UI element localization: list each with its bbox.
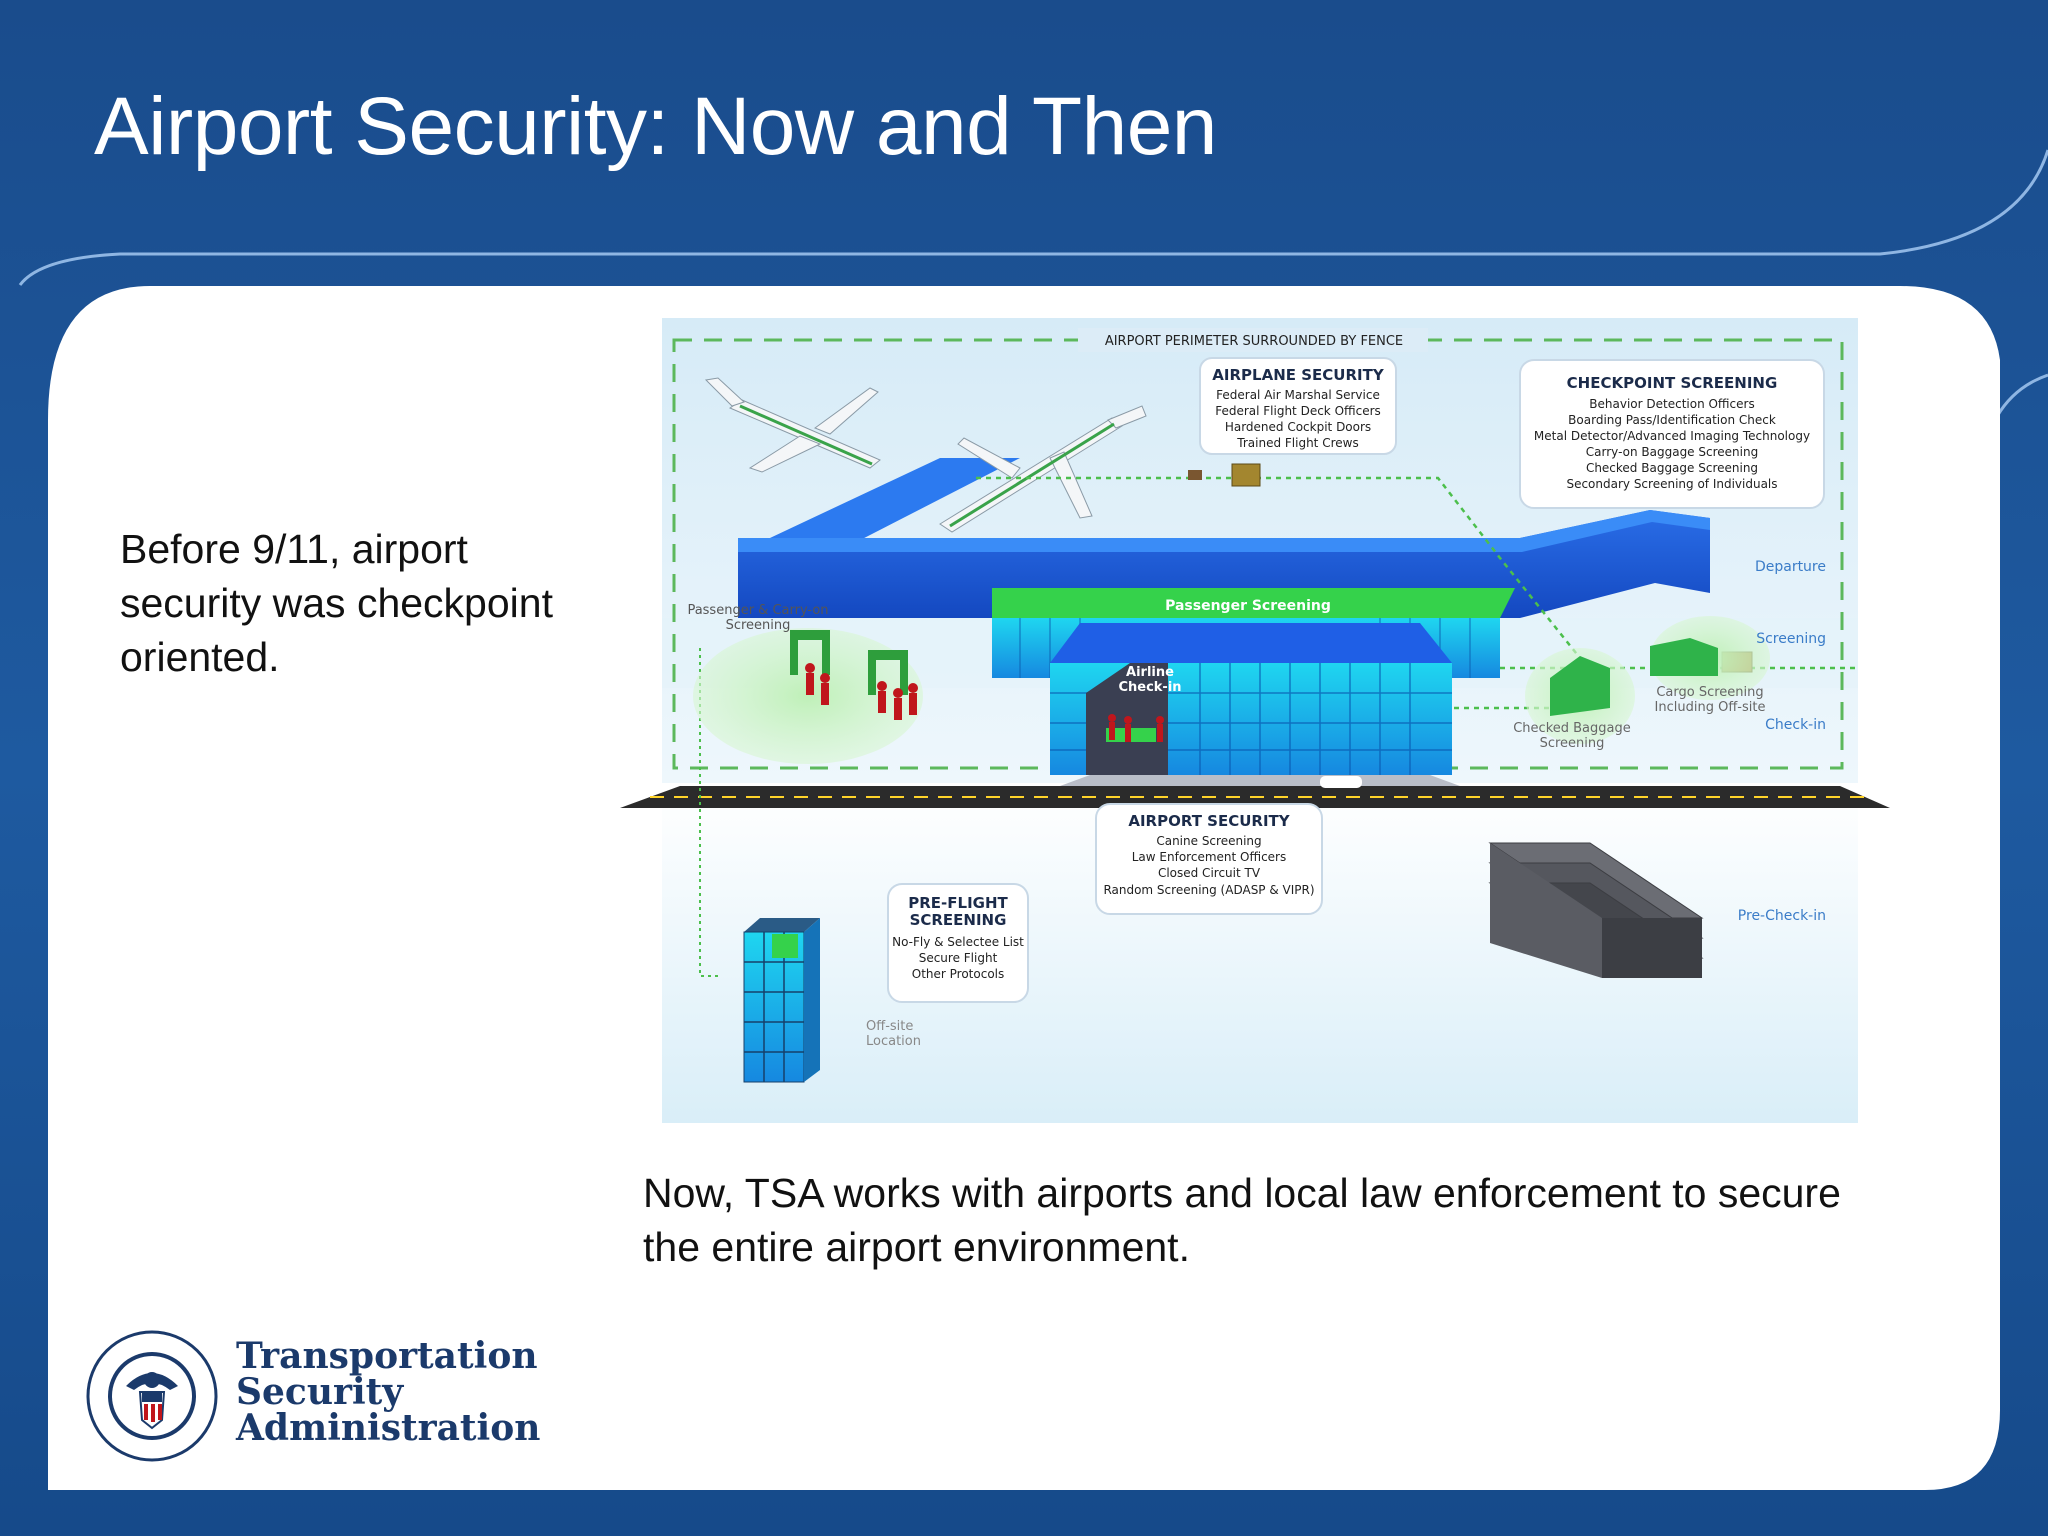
preflight-item: No-Fly & Selectee List xyxy=(892,935,1024,949)
preflight-item: Other Protocols xyxy=(912,967,1005,981)
airplane-security-callout: AIRPLANE SECURITY Federal Air Marshal Se… xyxy=(1199,357,1397,455)
airport-security-title: AIRPORT SECURITY xyxy=(1128,812,1290,830)
offsite-label-2: Location xyxy=(866,1034,921,1049)
preflight-item: Secure Flight xyxy=(919,951,998,965)
now-tsa-text: Now, TSA works with airports and local l… xyxy=(643,1170,1841,1270)
passenger-screening-label: Passenger Screening xyxy=(1165,598,1331,614)
airplane-security-item: Federal Flight Deck Officers xyxy=(1215,404,1381,418)
airplane-right xyxy=(939,405,1147,533)
checkpoint-screening-item: Boarding Pass/Identification Check xyxy=(1568,413,1776,427)
preflight-title-2: SCREENING xyxy=(910,911,1007,929)
checked-baggage-label-1: Checked Baggage xyxy=(1513,721,1631,736)
jet-bridge-left xyxy=(738,458,1020,553)
checkpoint-screening-item: Secondary Screening of Individuals xyxy=(1566,477,1777,491)
checkin-roof xyxy=(1050,623,1452,663)
carry-on-label-2: Screening xyxy=(726,618,791,633)
dhs-seal-icon xyxy=(86,1330,218,1462)
checkpoint-screening-item: Carry-on Baggage Screening xyxy=(1586,445,1758,459)
airport-security-item: Canine Screening xyxy=(1156,834,1261,848)
zone-departure: Departure xyxy=(1755,559,1826,575)
airplane-security-title: AIRPLANE SECURITY xyxy=(1212,366,1385,384)
perimeter-label: AIRPORT PERIMETER SURROUNDED BY FENCE xyxy=(1105,334,1403,349)
airport-security-item: Random Screening (ADASP & VIPR) xyxy=(1103,883,1314,897)
checked-baggage-label-2: Screening xyxy=(1540,736,1605,751)
checkpoint-screening-item: Metal Detector/Advanced Imaging Technolo… xyxy=(1534,429,1810,443)
airline-checkin-label-1: Airline xyxy=(1126,665,1174,680)
preflight-screening-callout: PRE-FLIGHT SCREENING No-Fly & Selectee L… xyxy=(887,883,1029,1003)
parking-garage xyxy=(1488,842,1704,978)
airplane-security-item: Hardened Cockpit Doors xyxy=(1225,420,1371,434)
cargo-label-1: Cargo Screening xyxy=(1656,685,1763,700)
checkpoint-screening-item: Checked Baggage Screening xyxy=(1586,461,1758,475)
airport-security-diagram: AIRPORT PERIMETER SURROUNDED BY FENCE Pa… xyxy=(620,318,1890,1123)
airport-security-item: Closed Circuit TV xyxy=(1158,866,1261,880)
zone-pre-check-in: Pre-Check-in xyxy=(1738,908,1826,924)
passenger-screening-roof xyxy=(992,588,1515,618)
before-911-text: Before 9/11, airport security was checkp… xyxy=(120,526,553,680)
preflight-title-1: PRE-FLIGHT xyxy=(908,894,1008,912)
airplane-security-item: Federal Air Marshal Service xyxy=(1216,388,1380,402)
airport-security-callout: AIRPORT SECURITY Canine Screening Law En… xyxy=(1095,803,1323,915)
cargo-label-2: Including Off-site xyxy=(1655,700,1766,715)
zone-screening: Screening xyxy=(1756,631,1826,647)
slide-title: Airport Security: Now and Then xyxy=(94,81,1217,172)
checkpoint-screening-callout: CHECKPOINT SCREENING Behavior Detection … xyxy=(1519,359,1825,509)
carry-on-label-1: Passenger & Carry-on xyxy=(687,603,828,618)
carry-on-screening-zone xyxy=(693,628,923,764)
offsite-building xyxy=(743,918,820,1083)
tsa-wordmark-line3: Administration xyxy=(236,1407,541,1449)
tsa-wordmark-line2: Security xyxy=(236,1371,404,1413)
airline-checkin-label-2: Check-in xyxy=(1118,680,1181,695)
tsa-wordmark-line1: Transportation xyxy=(236,1335,538,1377)
tsa-wordmark: Transportation Security Administration xyxy=(236,1338,540,1446)
car xyxy=(1320,776,1362,788)
zone-check-in: Check-in xyxy=(1765,717,1826,733)
airplane-left xyxy=(704,377,881,473)
checkpoint-screening-title: CHECKPOINT SCREENING xyxy=(1567,374,1778,392)
checkpoint-screening-item: Behavior Detection Officers xyxy=(1589,397,1754,411)
airport-security-item: Law Enforcement Officers xyxy=(1132,850,1286,864)
airplane-security-item: Trained Flight Crews xyxy=(1236,436,1358,450)
cargo-crate xyxy=(1231,463,1261,487)
offsite-label-1: Off-site xyxy=(866,1019,913,1034)
